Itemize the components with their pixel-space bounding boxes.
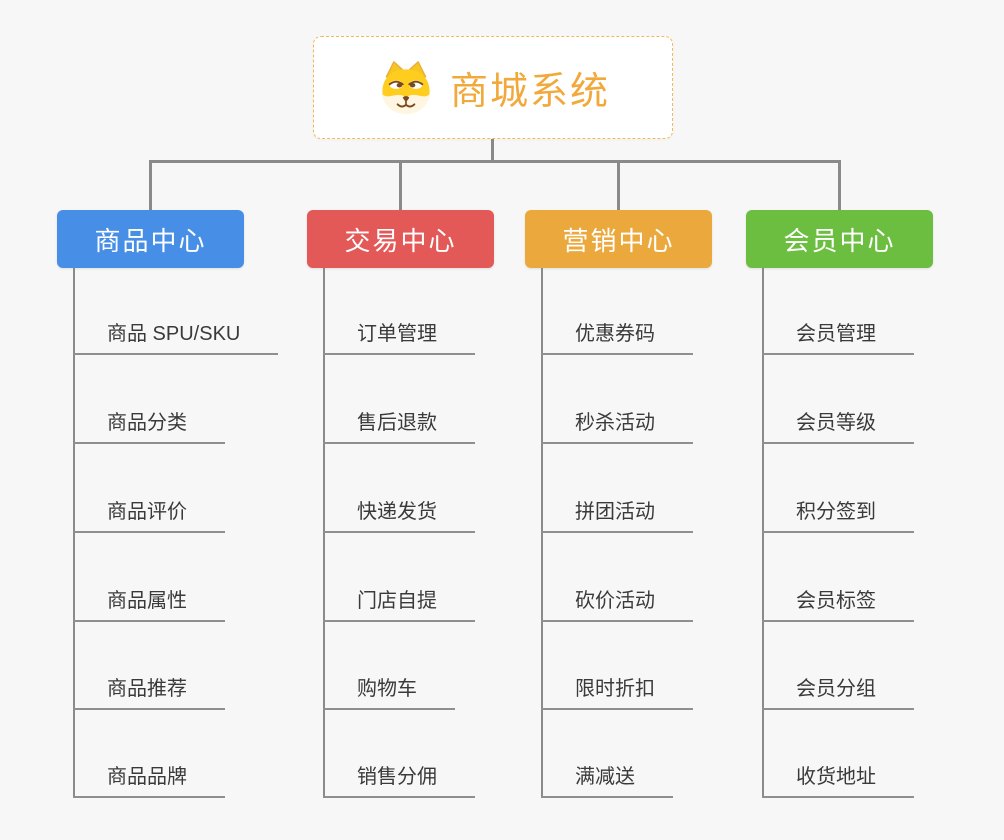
branch-column-marketing: 营销中心 优惠券码 秒杀活动 拼团活动 砍价活动 限时折扣 满减送 [525, 210, 775, 810]
leaf-node[interactable]: 商品评价 [73, 497, 225, 533]
leaf-node[interactable]: 商品分类 [73, 408, 225, 444]
leaf-node[interactable]: 购物车 [323, 674, 455, 710]
leaf-node[interactable]: 销售分佣 [323, 762, 475, 798]
root-title: 商城系统 [449, 71, 610, 113]
leaf-node[interactable]: 商品推荐 [73, 674, 225, 710]
connector-branch-trunk [762, 268, 764, 798]
branch-label: 商品中心 [94, 225, 207, 256]
branch-column-products: 商品中心 商品 SPU/SKU 商品分类 商品评价 商品属性 商品推荐 商品品牌 [57, 210, 307, 810]
leaf-node[interactable]: 积分签到 [762, 497, 914, 533]
leaf-node[interactable]: 秒杀活动 [541, 408, 693, 444]
connector-drop [399, 160, 402, 210]
leaf-node[interactable]: 会员等级 [762, 408, 914, 444]
leaf-node[interactable]: 限时折扣 [541, 674, 693, 710]
branch-node-members[interactable]: 会员中心 [746, 210, 933, 268]
leaf-node[interactable]: 砍价活动 [541, 586, 693, 622]
connector-branch-trunk [541, 268, 543, 798]
leaf-node[interactable]: 售后退款 [323, 408, 475, 444]
doge-face-icon [381, 60, 431, 114]
connector-branch-trunk [323, 268, 325, 798]
leaf-node[interactable]: 商品 SPU/SKU [73, 319, 279, 355]
connector-drop [838, 160, 841, 210]
leaf-node[interactable]: 商品品牌 [73, 762, 225, 798]
leaf-node[interactable]: 会员管理 [762, 319, 914, 355]
leaf-node[interactable]: 快递发货 [323, 497, 475, 533]
branch-node-trade[interactable]: 交易中心 [307, 210, 494, 268]
root-node[interactable]: 商城系统 [313, 36, 673, 139]
leaf-node[interactable]: 收货地址 [762, 762, 914, 798]
leaf-node[interactable]: 拼团活动 [541, 497, 693, 533]
branch-label: 营销中心 [562, 225, 675, 256]
branch-label: 会员中心 [783, 225, 896, 256]
connector-branch-trunk [73, 268, 75, 798]
leaf-node[interactable]: 优惠券码 [541, 319, 693, 355]
branch-column-members: 会员中心 会员管理 会员等级 积分签到 会员标签 会员分组 收货地址 [746, 210, 996, 810]
leaf-node[interactable]: 会员标签 [762, 586, 914, 622]
branch-node-marketing[interactable]: 营销中心 [525, 210, 712, 268]
leaf-node[interactable]: 订单管理 [323, 319, 475, 355]
branch-label: 交易中心 [344, 225, 457, 256]
connector-drop [149, 160, 152, 210]
connector-drop [617, 160, 620, 210]
branch-node-products[interactable]: 商品中心 [57, 210, 244, 268]
leaf-node[interactable]: 会员分组 [762, 674, 914, 710]
leaf-node[interactable]: 门店自提 [323, 586, 475, 622]
connector-bus [149, 160, 841, 163]
leaf-node[interactable]: 商品属性 [73, 586, 225, 622]
connector-root-trunk [491, 138, 494, 162]
branch-column-trade: 交易中心 订单管理 售后退款 快递发货 门店自提 购物车 销售分佣 [307, 210, 557, 810]
leaf-node[interactable]: 满减送 [541, 762, 673, 798]
